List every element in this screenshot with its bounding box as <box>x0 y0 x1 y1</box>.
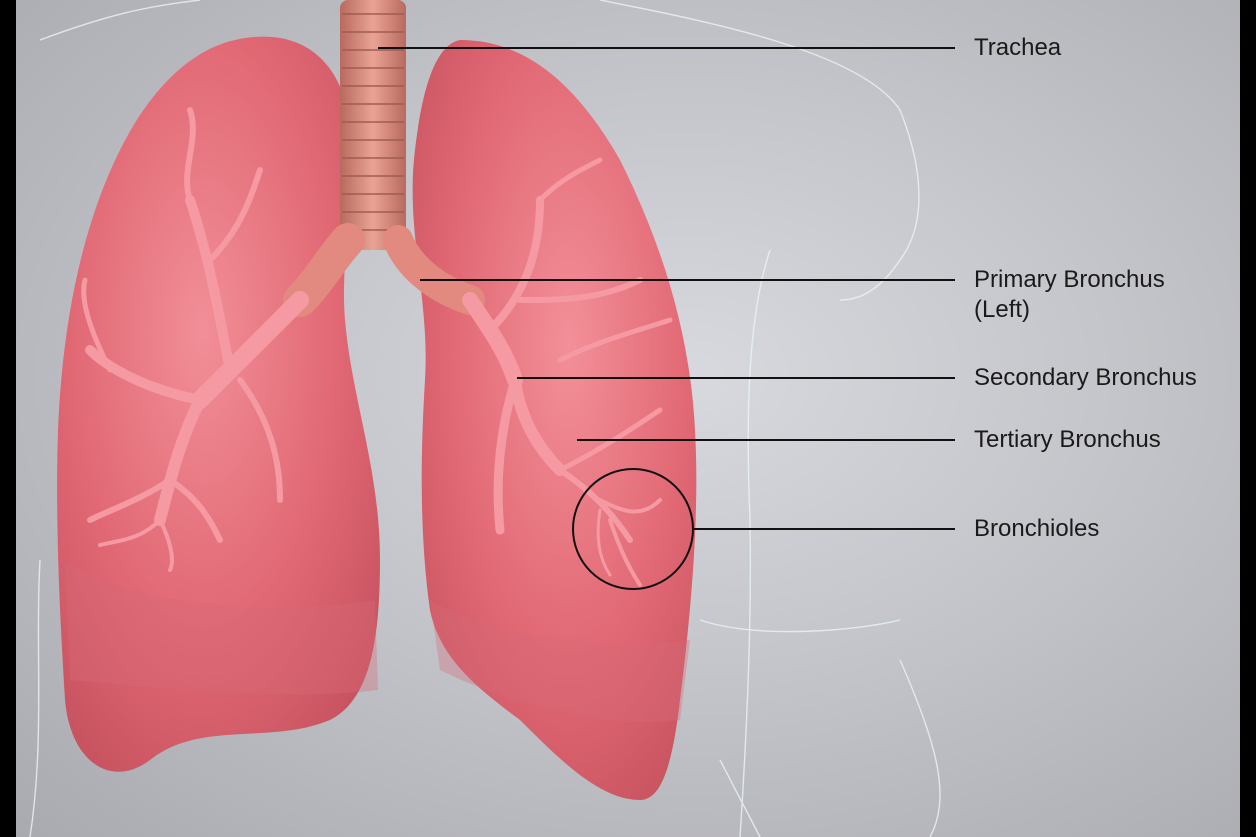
label-primary-bronchus-line2: (Left) <box>974 295 1165 325</box>
label-tertiary-bronchus: Tertiary Bronchus <box>974 425 1161 455</box>
label-trachea-text: Trachea <box>974 34 1061 61</box>
label-secondary-bronchus: Secondary Bronchus <box>974 363 1197 393</box>
label-tertiary-bronchus-text: Tertiary Bronchus <box>974 426 1161 453</box>
label-primary-bronchus-line1: Primary Bronchus <box>974 265 1165 295</box>
label-primary-bronchus: Primary Bronchus (Left) <box>974 265 1165 325</box>
label-bronchioles-text: Bronchioles <box>974 515 1099 542</box>
label-trachea: Trachea <box>974 33 1061 63</box>
label-bronchioles: Bronchioles <box>974 514 1099 544</box>
left-lung <box>413 40 697 800</box>
label-secondary-bronchus-text: Secondary Bronchus <box>974 364 1197 391</box>
right-lung <box>57 37 380 772</box>
